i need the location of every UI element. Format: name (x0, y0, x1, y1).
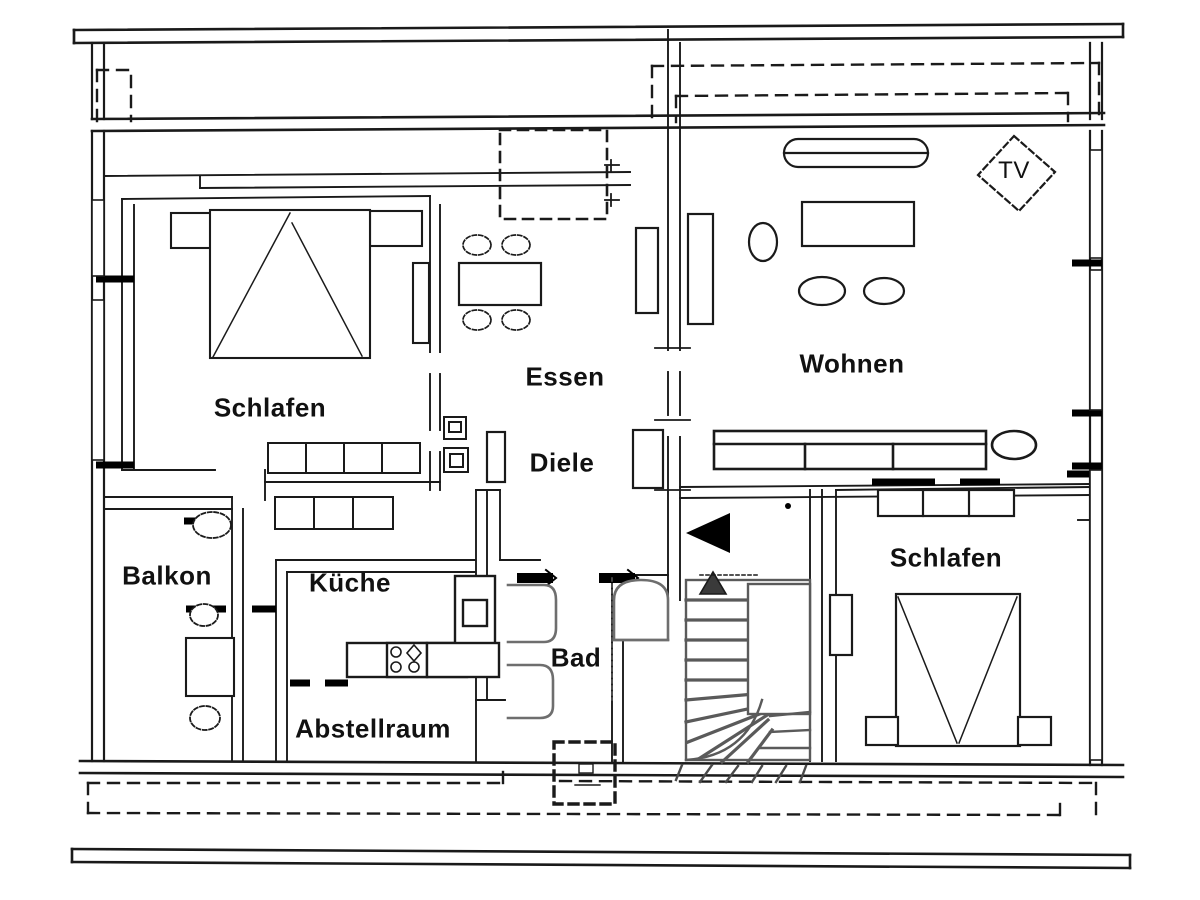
side-table (990, 429, 1038, 461)
room-label-essen: Essen (525, 361, 605, 392)
double-bed-right (894, 592, 1022, 748)
room-label-wohnen: Wohnen (799, 348, 905, 379)
washbasin (506, 583, 558, 644)
living-stool-2 (862, 276, 906, 306)
direction-arrow-marker (686, 513, 730, 553)
outer-walls (70, 22, 1132, 870)
dining-chairs (462, 234, 531, 331)
dashed-fixture-bottom-detail (574, 763, 601, 786)
furniture-dining (457, 261, 543, 307)
dining-cabinet (634, 226, 660, 315)
furniture-balcony (189, 511, 232, 731)
dresser-right (828, 593, 854, 657)
bed-blanket-right (897, 596, 1018, 744)
living-sofa (712, 429, 1038, 471)
furniture-hallway (485, 428, 665, 490)
living-stool-1 (797, 275, 847, 307)
dashed-fixture-bottom (552, 740, 617, 806)
stair-hatch-bottom (674, 763, 808, 784)
counter-right (425, 641, 501, 679)
door-symbols (517, 568, 640, 588)
living-armchair (747, 221, 779, 263)
door-jambs (96, 259, 1102, 687)
room-label-balkon: Balkon (122, 560, 212, 591)
fridge-inner (461, 598, 489, 628)
dashed-cabinet-essen (498, 128, 609, 221)
room-label-abstellraum: Abstellraum (295, 713, 451, 744)
bathtub (612, 578, 670, 642)
room-label-schlafen-left: Schlafen (213, 392, 327, 423)
living-shelf-tall (686, 212, 715, 326)
nightstand-right-b (1016, 715, 1053, 747)
misc-marks (604, 159, 691, 491)
room-label-kueche: Küche (309, 567, 391, 598)
nightstand-left (169, 211, 218, 250)
furniture-bedroom-left (169, 208, 431, 360)
room-label-diele: Diele (529, 447, 595, 478)
stair-up-arrow (698, 570, 761, 595)
room-label-schlafen-right: Schlafen (889, 542, 1003, 573)
windows (91, 149, 1103, 761)
balcony-table (184, 636, 236, 698)
dining-table (457, 261, 543, 307)
tv-label: TV (998, 157, 1030, 184)
bed-blanket-left (211, 211, 364, 359)
furniture-living (686, 137, 930, 326)
toilet (506, 663, 555, 720)
reference-dot (785, 503, 791, 509)
dashed-roof-outline (86, 61, 1101, 817)
hall-closet (485, 430, 507, 484)
tv-symbol (976, 134, 1057, 213)
nightstand-right (368, 209, 424, 248)
staircase (684, 578, 812, 765)
meter-box (443, 416, 469, 473)
furniture-bedroom-right (828, 488, 1053, 748)
wardrobe-narrow (411, 261, 431, 345)
furniture-kitchen-counter (345, 574, 501, 679)
stove-burners (390, 643, 423, 673)
nightstand-right-a (864, 715, 900, 747)
furniture-kitchen-upper (274, 496, 394, 530)
living-table (800, 200, 916, 248)
sideboard-bedroom (267, 442, 421, 474)
room-label-bad: Bad (550, 642, 602, 673)
wardrobe-run-right (876, 488, 1016, 518)
hall-wardrobe (631, 428, 665, 490)
double-bed (208, 208, 372, 360)
furniture-bath (506, 583, 558, 720)
